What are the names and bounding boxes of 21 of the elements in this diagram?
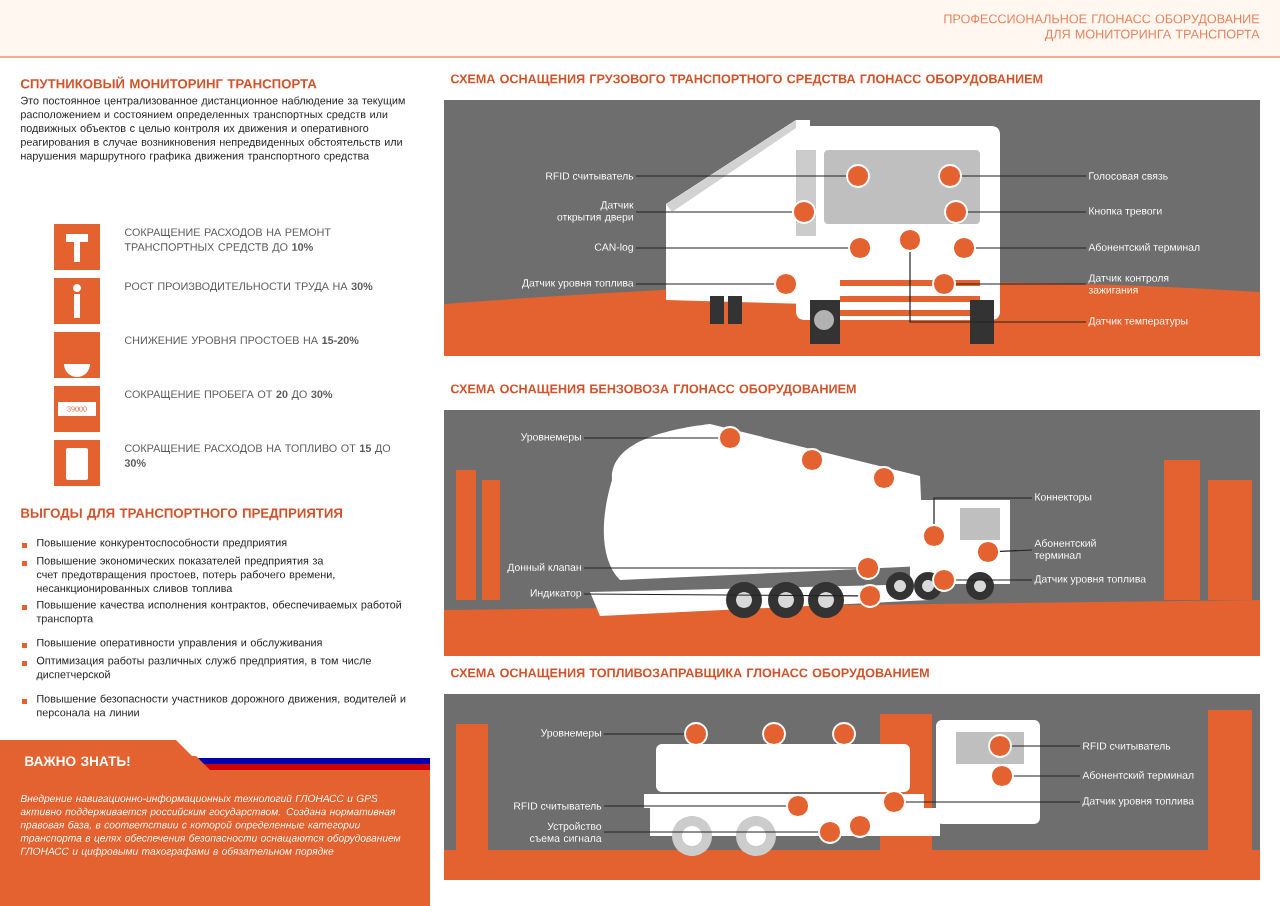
leader-line [955, 283, 1087, 285]
leader-line [635, 247, 849, 249]
leader-line [967, 211, 1087, 213]
leader-line [603, 733, 685, 735]
leader-line [583, 593, 859, 597]
leader-line [909, 251, 1087, 323]
leader-line [905, 801, 1081, 803]
leader-line [975, 247, 1087, 249]
leader-line [603, 805, 787, 807]
leader-line [1011, 745, 1081, 747]
leader-line [603, 831, 819, 833]
leader-line [999, 549, 1033, 553]
leader-line [955, 579, 1033, 581]
leader-line [933, 497, 1033, 525]
leader-line [635, 283, 775, 285]
leader-line [1013, 775, 1081, 777]
leader-line [583, 437, 719, 439]
leader-line [583, 567, 857, 569]
leader-line [961, 175, 1087, 177]
leader-line [635, 175, 847, 177]
leader-line [635, 211, 793, 213]
